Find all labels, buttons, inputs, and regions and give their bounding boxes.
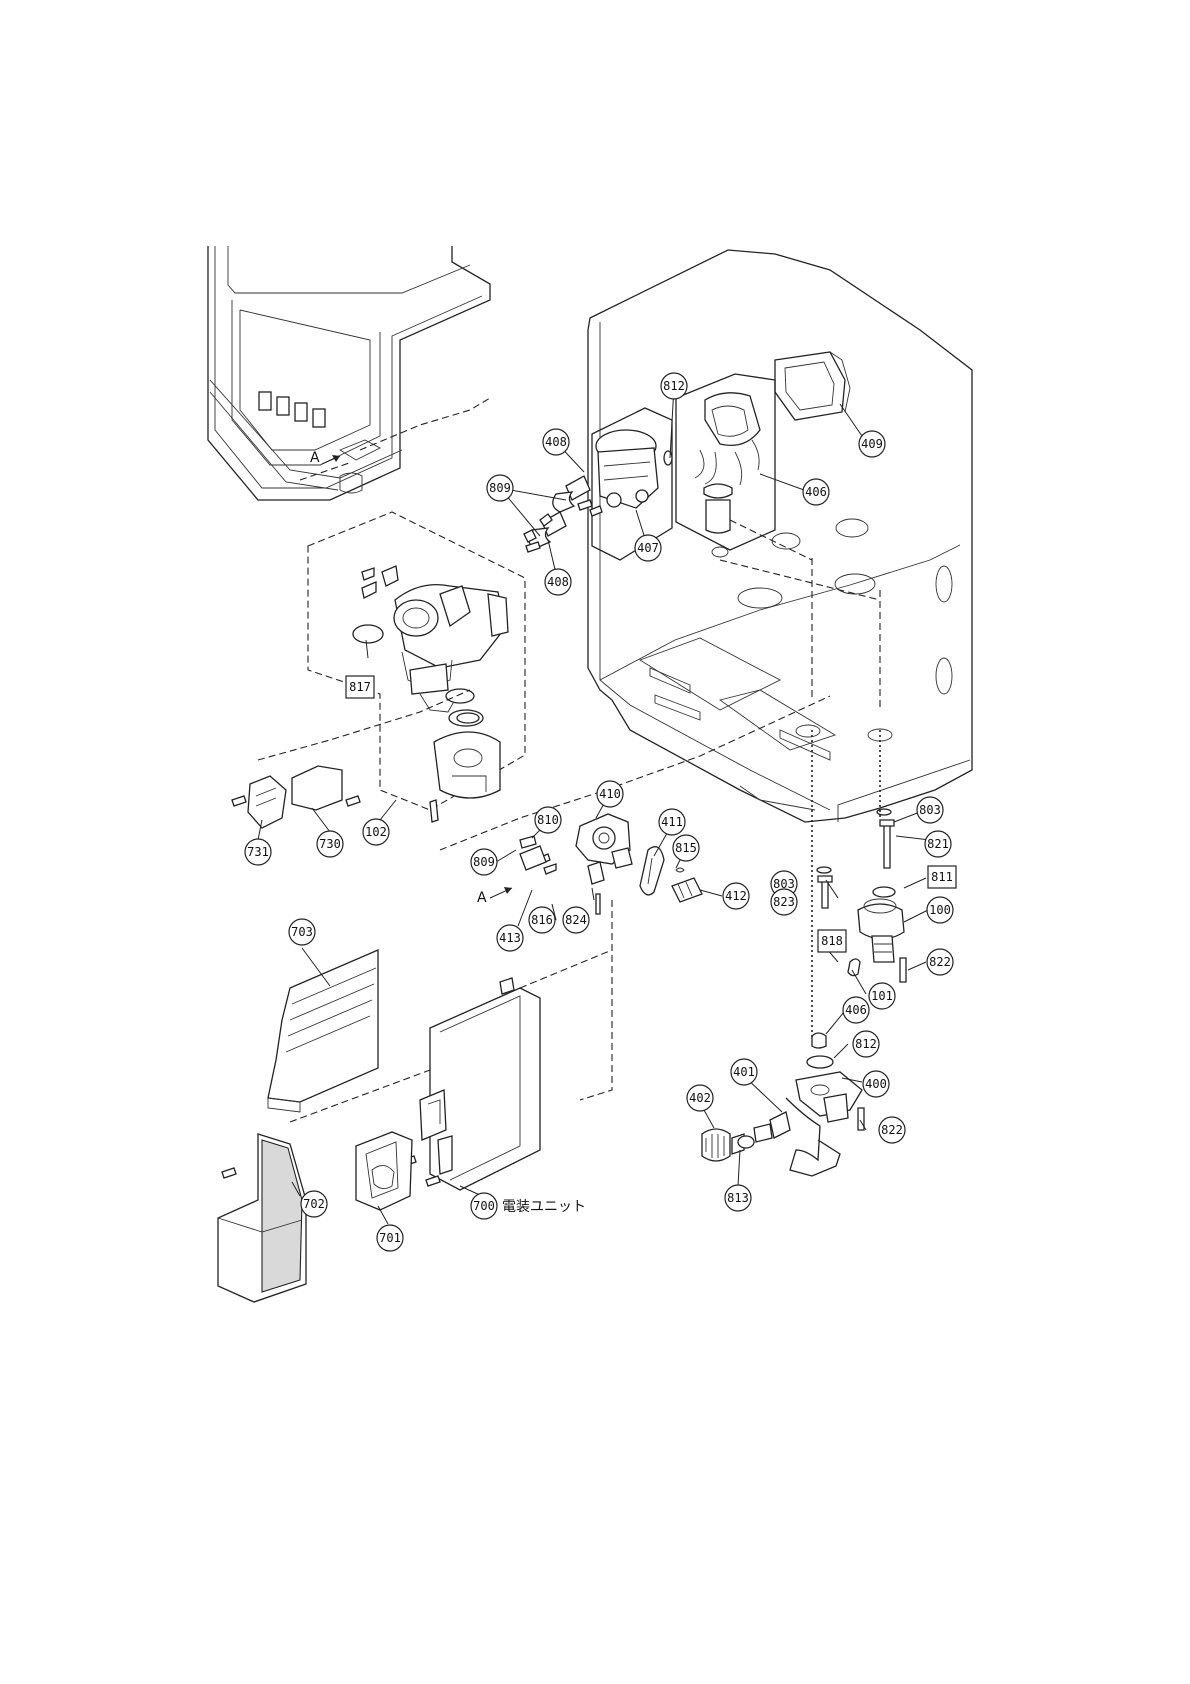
tag-400: 400 bbox=[863, 1071, 889, 1097]
tag-812-top: 812 bbox=[661, 373, 687, 399]
svg-text:730: 730 bbox=[319, 837, 341, 851]
tag-809-bottom: 809 bbox=[471, 849, 497, 875]
valve-assembly-406 bbox=[676, 374, 775, 550]
tag-700: 700 bbox=[471, 1193, 497, 1219]
svg-text:822: 822 bbox=[929, 955, 951, 969]
tag-102: 102 bbox=[363, 819, 389, 845]
tag-413: 413 bbox=[497, 925, 523, 951]
tag-408-top: 408 bbox=[543, 429, 569, 455]
svg-text:400: 400 bbox=[865, 1077, 887, 1091]
svg-text:412: 412 bbox=[725, 889, 747, 903]
water-filter-400 bbox=[702, 1033, 864, 1176]
tag-803-right: 803 bbox=[917, 797, 943, 823]
svg-text:102: 102 bbox=[365, 825, 387, 839]
svg-text:413: 413 bbox=[499, 931, 521, 945]
tag-701: 701 bbox=[377, 1225, 403, 1251]
svg-text:406: 406 bbox=[845, 1003, 867, 1017]
tag-703: 703 bbox=[289, 919, 315, 945]
svg-text:810: 810 bbox=[537, 813, 559, 827]
svg-text:809: 809 bbox=[473, 855, 495, 869]
view-arrow-a-top: A bbox=[310, 450, 340, 466]
tag-702: 702 bbox=[301, 1191, 327, 1217]
svg-text:101: 101 bbox=[871, 989, 893, 1003]
elbow-408 bbox=[524, 476, 590, 548]
heat-exchanger bbox=[208, 246, 490, 500]
view-label-a-lower: A bbox=[477, 890, 487, 906]
svg-text:812: 812 bbox=[855, 1037, 877, 1051]
tag-407: 407 bbox=[635, 535, 661, 561]
svg-text:823: 823 bbox=[773, 895, 795, 909]
tag-822-bottom: 822 bbox=[879, 1117, 905, 1143]
gas-valve-407 bbox=[592, 408, 672, 560]
tag-731: 731 bbox=[245, 839, 271, 865]
tag-409: 409 bbox=[859, 431, 885, 457]
svg-text:702: 702 bbox=[303, 1197, 325, 1211]
tag-815: 815 bbox=[673, 835, 699, 861]
svg-text:407: 407 bbox=[637, 541, 659, 555]
tag-402: 402 bbox=[687, 1085, 713, 1111]
tag-408-bottom: 408 bbox=[545, 569, 571, 595]
tag-410: 410 bbox=[597, 781, 623, 807]
svg-text:408: 408 bbox=[547, 575, 569, 589]
tag-817: 817 bbox=[346, 676, 374, 698]
svg-text:411: 411 bbox=[661, 815, 683, 829]
svg-text:409: 409 bbox=[861, 437, 883, 451]
cover-703 bbox=[268, 950, 378, 1112]
tag-810: 810 bbox=[535, 807, 561, 833]
svg-text:701: 701 bbox=[379, 1231, 401, 1245]
tag-813: 813 bbox=[725, 1185, 751, 1211]
tag-809-top: 809 bbox=[487, 475, 513, 501]
svg-text:703: 703 bbox=[291, 925, 313, 939]
svg-text:824: 824 bbox=[565, 913, 587, 927]
tag-406-bottom: 406 bbox=[843, 997, 869, 1023]
svg-text:812: 812 bbox=[663, 379, 685, 393]
svg-text:402: 402 bbox=[689, 1091, 711, 1105]
svg-text:401: 401 bbox=[733, 1065, 755, 1079]
tag-818: 818 bbox=[818, 930, 846, 952]
svg-text:410: 410 bbox=[599, 787, 621, 801]
assembly-lines bbox=[580, 520, 880, 1100]
svg-text:811: 811 bbox=[931, 870, 953, 884]
svg-text:821: 821 bbox=[927, 837, 949, 851]
svg-text:100: 100 bbox=[929, 903, 951, 917]
water-inlet-100 bbox=[817, 809, 906, 982]
electrical-unit-label: 電装ユニット bbox=[502, 1199, 586, 1215]
tag-811: 811 bbox=[928, 866, 956, 888]
svg-text:700: 700 bbox=[473, 1199, 495, 1213]
tag-730: 730 bbox=[317, 831, 343, 857]
svg-text:813: 813 bbox=[727, 1191, 749, 1205]
tag-812-bottom: 812 bbox=[853, 1031, 879, 1057]
tag-824: 824 bbox=[563, 907, 589, 933]
tag-401: 401 bbox=[731, 1059, 757, 1085]
tag-823: 823 bbox=[771, 889, 797, 915]
svg-text:817: 817 bbox=[349, 680, 371, 694]
svg-text:406: 406 bbox=[805, 485, 827, 499]
svg-text:803: 803 bbox=[919, 803, 941, 817]
connector-409 bbox=[775, 352, 850, 420]
view-arrow-a-lower: A bbox=[477, 887, 512, 906]
svg-text:815: 815 bbox=[675, 841, 697, 855]
part-701 bbox=[356, 1132, 412, 1210]
tag-406-top: 406 bbox=[803, 479, 829, 505]
svg-text:822: 822 bbox=[881, 1123, 903, 1137]
svg-text:408: 408 bbox=[545, 435, 567, 449]
view-label-a: A bbox=[310, 450, 320, 466]
tag-821: 821 bbox=[925, 831, 951, 857]
tag-100: 100 bbox=[927, 897, 953, 923]
tag-822-top: 822 bbox=[927, 949, 953, 975]
svg-text:809: 809 bbox=[489, 481, 511, 495]
svg-text:816: 816 bbox=[531, 913, 553, 927]
tag-411: 411 bbox=[659, 809, 685, 835]
part-702 bbox=[218, 1134, 306, 1302]
tag-816: 816 bbox=[529, 907, 555, 933]
svg-text:731: 731 bbox=[247, 845, 269, 859]
tag-101: 101 bbox=[869, 983, 895, 1009]
svg-text:818: 818 bbox=[821, 934, 843, 948]
tag-412: 412 bbox=[723, 883, 749, 909]
